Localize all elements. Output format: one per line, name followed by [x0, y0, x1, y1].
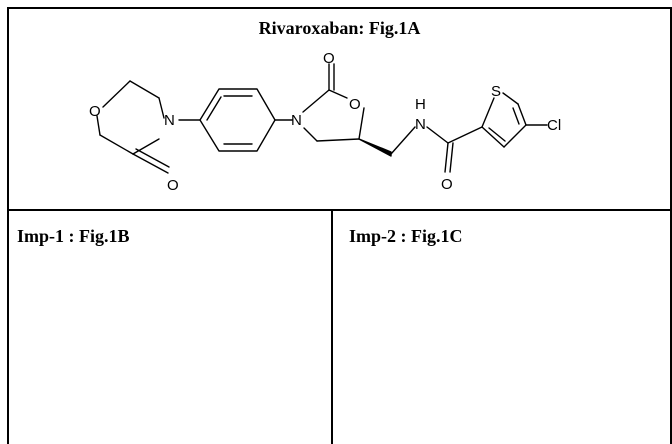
table-border-top: [7, 7, 672, 9]
atom-chlorine: Cl: [547, 117, 561, 134]
atom-keto-o: O: [167, 177, 179, 194]
figure-table: Rivaroxaban: Fig.1A Imp-1 : Fig.1B Imp-2…: [7, 7, 672, 444]
atom-oxazolidinone-carbonyl-o: O: [323, 50, 335, 67]
table-column-divider: [331, 209, 333, 444]
table-border-left: [7, 7, 9, 444]
atom-oxazolidinone-n: N: [291, 112, 302, 129]
table-row-divider: [7, 209, 672, 211]
imp2-title: Imp-2 : Fig.1C: [349, 226, 463, 246]
atom-morpholine-o: O: [89, 103, 101, 120]
atom-amide-n: N: [415, 116, 426, 133]
atom-morpholine-n: N: [164, 112, 175, 129]
atom-oxazolidinone-ring-o: O: [349, 96, 361, 113]
rivaroxaban-title: Rivaroxaban: Fig.1A: [258, 18, 421, 38]
atom-amide-h: H: [415, 96, 426, 113]
rivaroxaban-structure: O N O O O N H N O S Cl: [89, 50, 561, 194]
atom-amide-o: O: [441, 176, 453, 193]
imp1-title: Imp-1 : Fig.1B: [17, 226, 130, 246]
table-border-right: [670, 7, 672, 444]
atom-thiophene-s: S: [491, 83, 501, 100]
